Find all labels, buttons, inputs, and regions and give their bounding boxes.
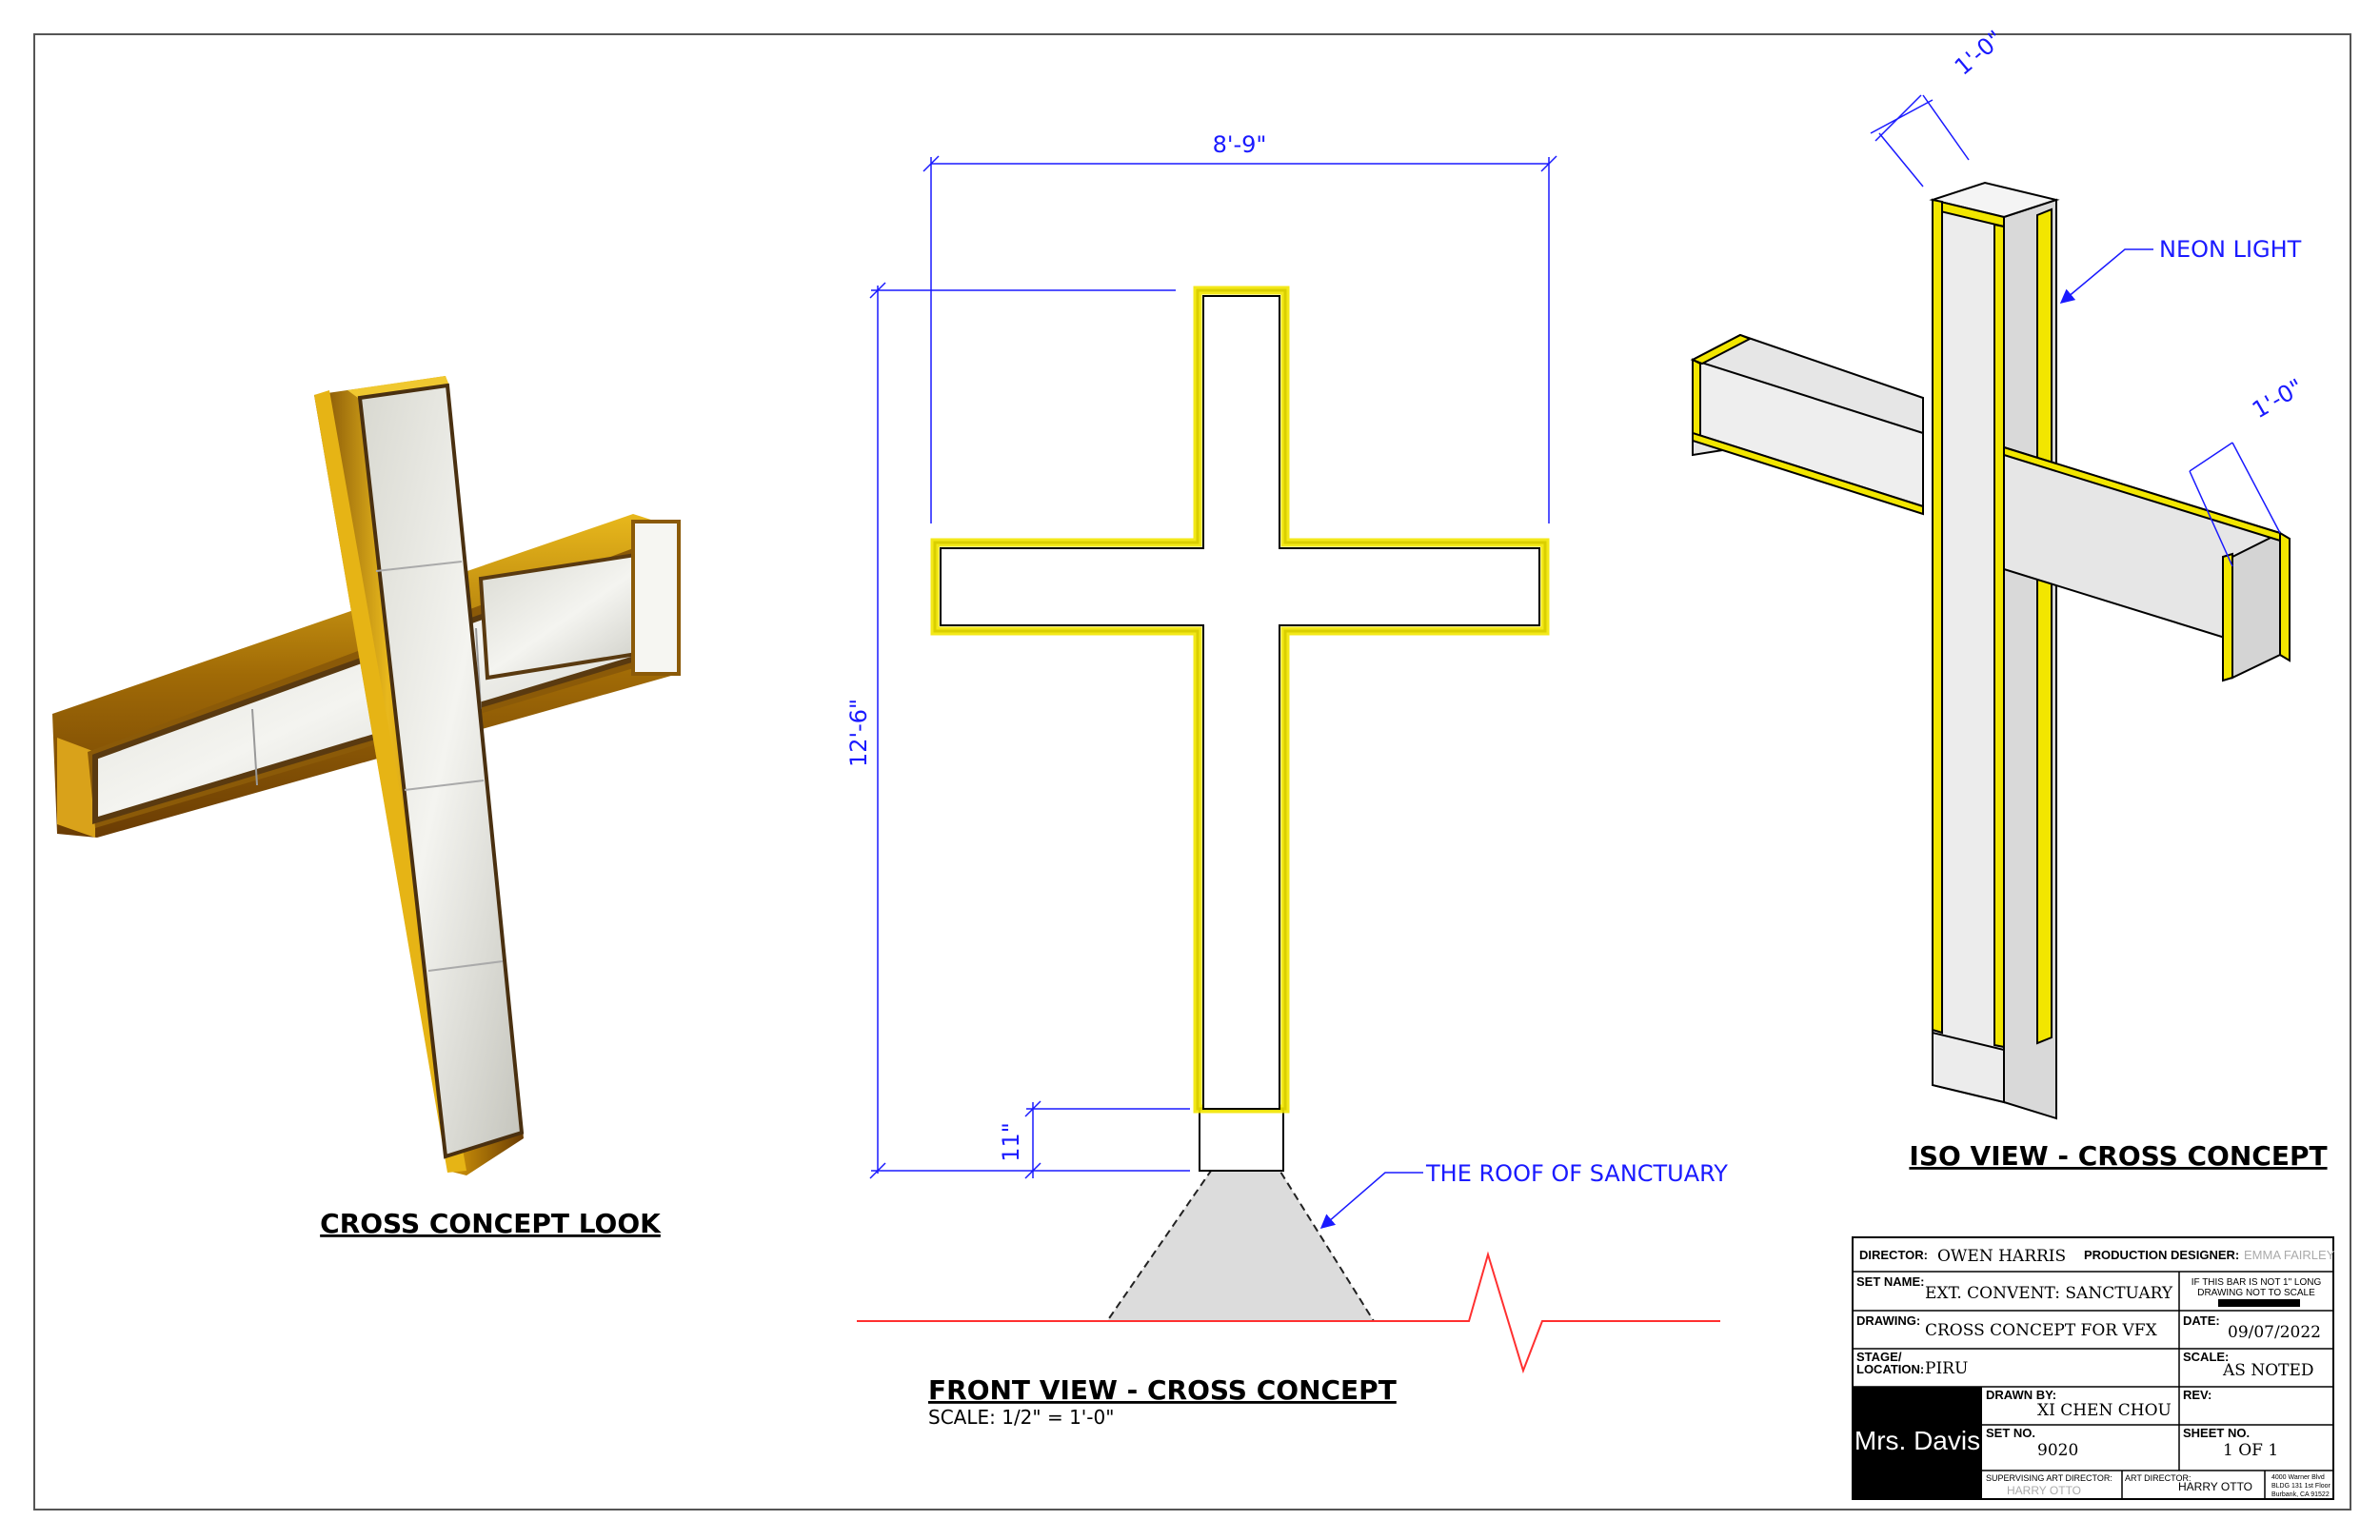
tb-ad-label: ART DIRECTOR: [2125,1473,2192,1483]
neon-light-callout: NEON LIGHT [2159,236,2302,263]
iso-view-drawing [1690,181,2291,1120]
tb-address-3: Burbank, CA 91522 [2271,1491,2330,1498]
tb-scale-label: SCALE: [2183,1350,2229,1364]
tb-address-2: BLDG 131 1st Floor [2271,1483,2331,1490]
tb-director-label: DIRECTOR: [1859,1248,1928,1262]
tb-set-no-label: SET NO. [1986,1426,2035,1440]
front-view-dimensions [869,155,1557,1229]
tb-stage-label-2: LOCATION: [1856,1362,1924,1376]
cross-concept-render [52,376,681,1175]
iso-arm-dimension: 1'-0" [2248,374,2308,424]
front-view-drawing [857,286,1720,1374]
tb-drawing: CROSS CONCEPT FOR VFX [1925,1321,2158,1340]
front-width-dimension: 8'-9" [1213,131,1267,158]
tb-stage-label-1: STAGE/ [1856,1350,1902,1364]
tb-sup-ad: HARRY OTTO [2007,1484,2081,1497]
neon-inner-outline [940,295,1540,1110]
tb-date-label: DATE: [2183,1313,2220,1328]
iso-view-dimensions [1870,94,2281,567]
tb-scale: AS NOTED [2222,1361,2314,1380]
tb-set-name-label: SET NAME: [1856,1274,1925,1289]
tb-stage: PIRU [1925,1359,1968,1378]
studio-logo: Mrs. Davis [1854,1426,1980,1455]
tb-scale-note-2: DRAWING NOT TO SCALE [2197,1288,2315,1298]
tb-drawn-by-label: DRAWN BY: [1986,1388,2056,1402]
tb-set-name: EXT. CONVENT: SANCTUARY [1925,1284,2173,1303]
roof-callout-label: THE ROOF OF SANCTUARY [1425,1160,1728,1187]
tb-sup-ad-label: SUPERVISING ART DIRECTOR: [1986,1473,2112,1483]
ground-line [857,1251,1720,1374]
tb-pd-label: PRODUCTION DESIGNER: [2084,1248,2239,1262]
front-height-dimension: 12'-6" [845,699,872,767]
tb-sheet-no: 1 OF 1 [2223,1441,2278,1460]
tb-scale-note-1: IF THIS BAR IS NOT 1" LONG [2192,1277,2322,1288]
tb-rev-label: REV: [2183,1388,2211,1402]
base-height-dimension: 11" [998,1122,1024,1162]
tb-pd: EMMA FAIRLEY [2244,1248,2335,1262]
tb-set-no: 9020 [2037,1441,2078,1460]
iso-view-title: ISO VIEW - CROSS CONCEPT [1909,1140,2327,1172]
concept-look-title: CROSS CONCEPT LOOK [320,1208,662,1239]
title-block [1852,1236,2334,1500]
roof-of-sanctuary [1105,1116,1376,1322]
tb-drawn-by: XI CHEN CHOU [2037,1401,2172,1420]
front-view-title: FRONT VIEW - CROSS CONCEPT [928,1374,1397,1406]
tb-drawing-label: DRAWING: [1856,1313,1920,1328]
tb-director: OWEN HARRIS [1937,1247,2066,1266]
tb-ad: HARRY OTTO [2178,1480,2252,1493]
sheet-border [33,33,2351,1510]
tb-address-1: 4000 Warner Blvd [2271,1474,2325,1481]
front-view-scale: SCALE: 1/2" = 1'-0" [928,1406,1114,1429]
tb-sheet-no-label: SHEET NO. [2183,1426,2250,1440]
tb-date: 09/07/2022 [2228,1323,2321,1342]
